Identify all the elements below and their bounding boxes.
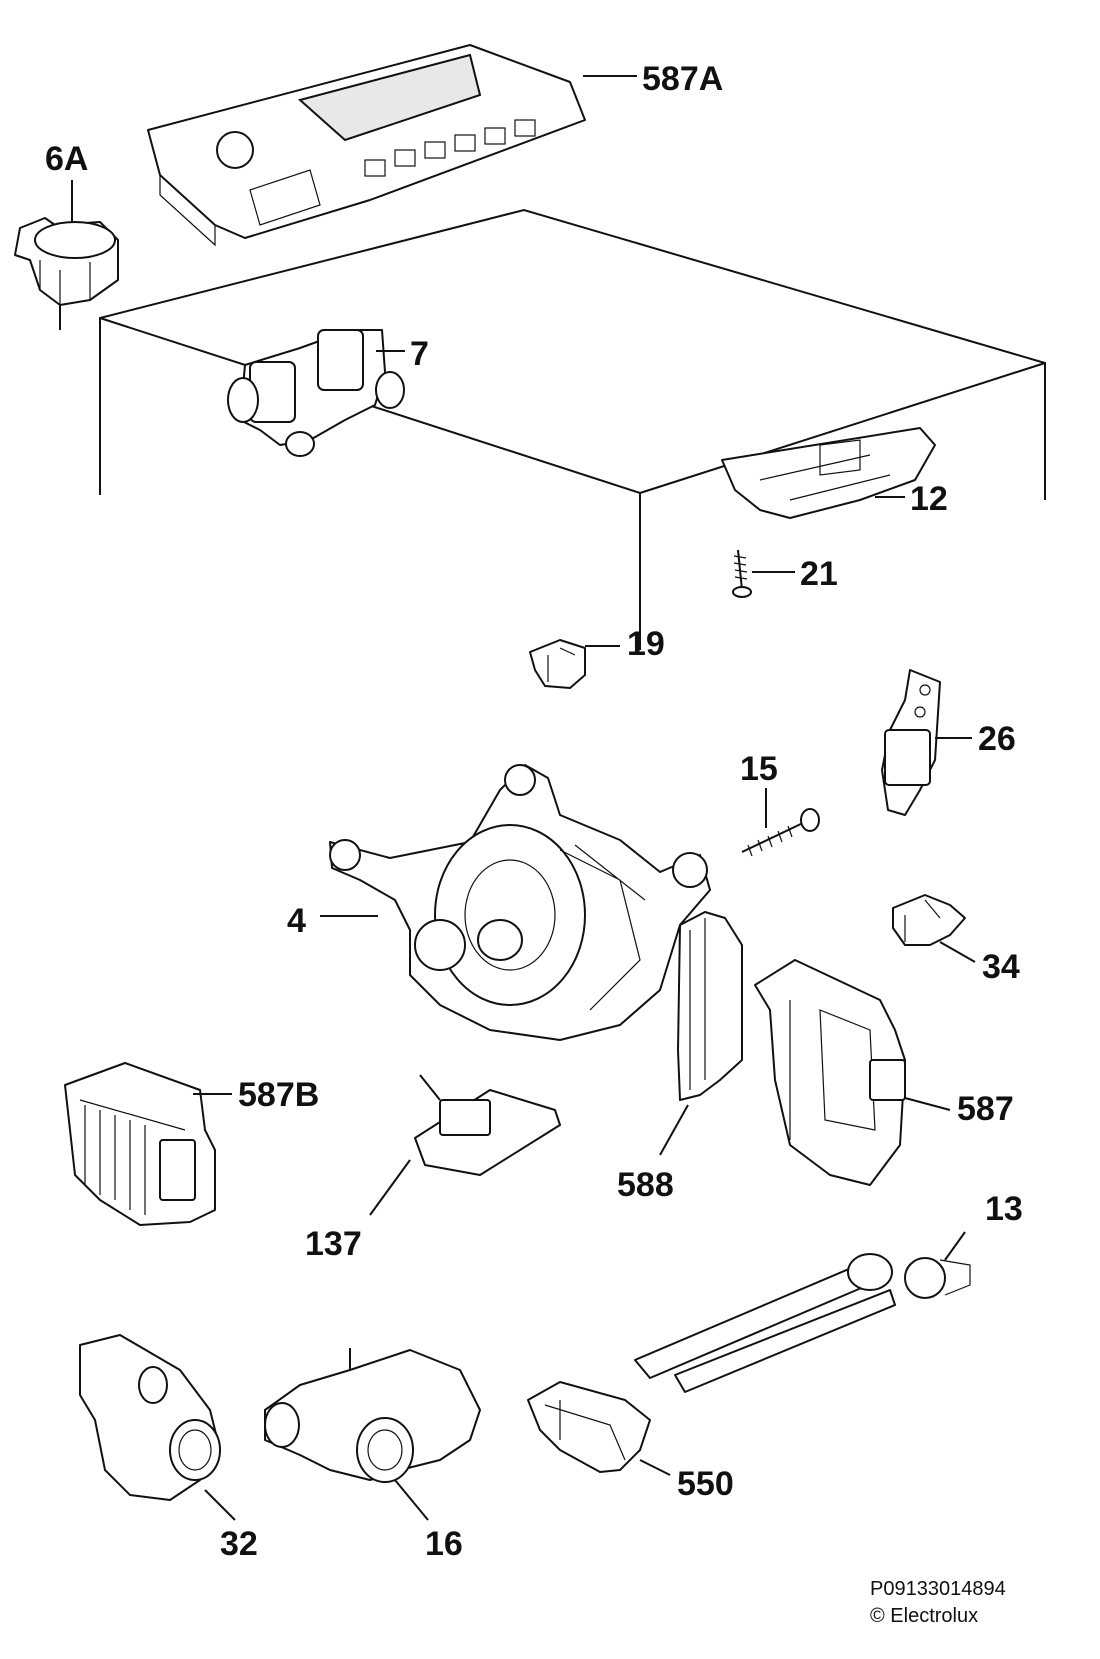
diagram-reference-number: P09133014894	[870, 1578, 1006, 1600]
label-6A: 6A	[45, 140, 88, 178]
label-12: 12	[910, 480, 948, 518]
part-587-main-board[interactable]: 587	[754, 959, 1014, 1186]
label-587B: 587B	[238, 1076, 319, 1114]
label-32: 32	[220, 1525, 258, 1563]
part-19-clip[interactable]: 19	[529, 625, 665, 689]
label-34: 34	[982, 948, 1020, 986]
label-21: 21	[800, 555, 838, 593]
part-32-drain-pump[interactable]: 32	[79, 1334, 258, 1563]
part-34-clip[interactable]: 34	[892, 894, 1020, 986]
part-587A-control-board[interactable]: 587A	[147, 44, 723, 247]
label-15: 15	[740, 750, 778, 788]
part-16-pump[interactable]: 16	[264, 1348, 481, 1563]
part-6A-pressure-switch[interactable]: 6A	[14, 140, 119, 330]
label-16: 16	[425, 1525, 463, 1563]
part-4-motor[interactable]: 4	[287, 764, 711, 1041]
part-13-heating-element[interactable]: 13	[634, 1190, 1023, 1393]
part-588-bracket[interactable]: 588	[617, 911, 743, 1204]
part-26-door-switch[interactable]: 26	[881, 669, 1016, 816]
part-12-bracket[interactable]: 12	[721, 427, 948, 519]
part-15-screw[interactable]: 15	[740, 750, 820, 857]
part-21-screw[interactable]: 21	[732, 549, 838, 598]
part-587B-module[interactable]: 587B	[64, 1062, 319, 1226]
label-13: 13	[985, 1190, 1023, 1228]
label-19: 19	[627, 625, 665, 663]
label-587: 587	[957, 1090, 1014, 1128]
label-137: 137	[305, 1225, 362, 1263]
part-550-filter[interactable]: 550	[527, 1381, 734, 1503]
part-137-board[interactable]: 137	[305, 1074, 561, 1263]
label-588: 588	[617, 1166, 674, 1204]
label-587A: 587A	[642, 60, 723, 98]
label-26: 26	[978, 720, 1016, 758]
label-7: 7	[410, 335, 429, 373]
part-7-inlet-valve[interactable]: 7	[227, 329, 429, 457]
label-4: 4	[287, 902, 306, 940]
copyright-notice: © Electrolux	[870, 1605, 978, 1627]
label-550: 550	[677, 1465, 734, 1503]
